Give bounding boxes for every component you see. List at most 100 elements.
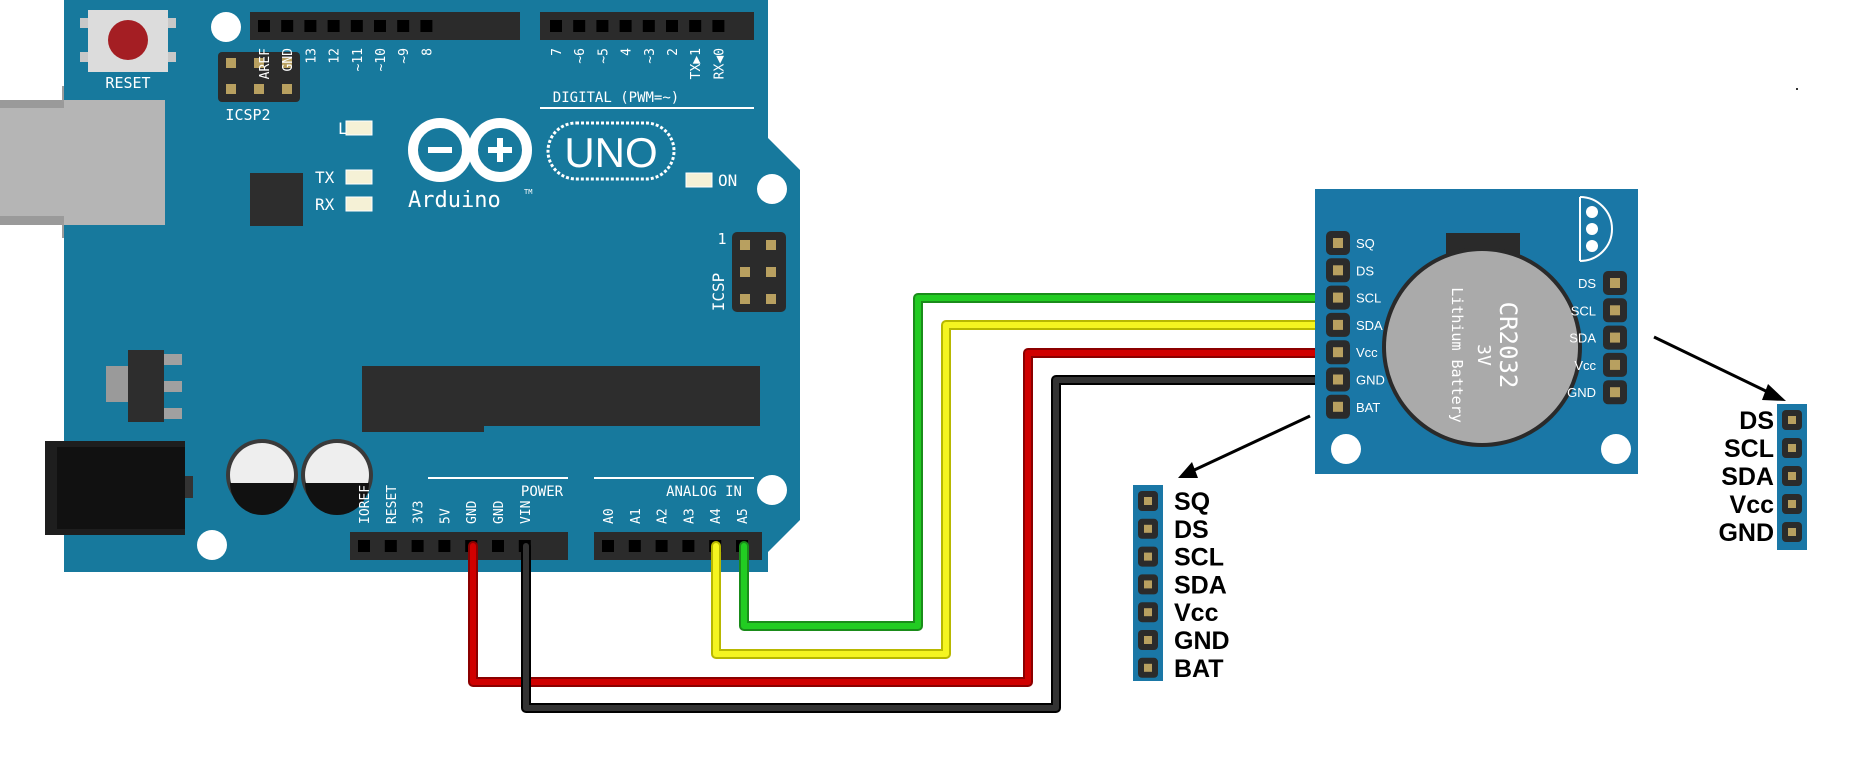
pinout-label: SQ [1174, 488, 1210, 516]
digital-pin-label: TX▶1 [689, 48, 704, 79]
pinout-pin-pad [1788, 416, 1796, 424]
digital-pin-label: 2 [666, 48, 681, 56]
rtc-pin-pad [1333, 401, 1343, 412]
icsp-pin1-label: 1 [717, 230, 726, 248]
rtc-pin-pad [1610, 278, 1620, 288]
rtc-pin-pad [1610, 332, 1620, 343]
analog-pin-label: A1 [629, 508, 644, 524]
mounting-hole [1601, 434, 1631, 464]
digital-pin-label: ~11 [351, 48, 366, 71]
wire-gnd [523, 377, 1331, 711]
power-pin-label: GND [465, 500, 480, 524]
power-header [350, 532, 568, 560]
power-label: POWER [521, 484, 564, 500]
coin-cell-battery [1382, 233, 1582, 447]
rtc-pin-label: DS [1356, 263, 1374, 278]
pinout-pin-pad [1788, 500, 1796, 508]
led-tx-label: TX [315, 168, 335, 187]
digital-pin-label: ~6 [573, 48, 588, 64]
temp-sensor-footprint [1579, 196, 1613, 262]
analog-header [594, 532, 762, 560]
pinout-pin-pad [1144, 608, 1152, 617]
digital-pin-socket [642, 20, 655, 32]
icsp2-header [218, 52, 300, 102]
led-rx [345, 196, 373, 212]
pinout-pin-pad [1788, 444, 1796, 452]
pinout-label: GND [1174, 627, 1230, 655]
rtc-pin-pad [1333, 347, 1343, 358]
digital-pin-label: 4 [620, 48, 635, 56]
digital-pin-socket [712, 20, 725, 32]
power-pin-label: 3V3 [412, 501, 427, 524]
digital-pin-label: 8 [420, 48, 435, 56]
digital-pin-socket [689, 20, 702, 32]
rtc-pin-pad [1333, 319, 1343, 330]
digital-pin-label: ~9 [397, 48, 412, 64]
led-l-label: L [338, 119, 348, 138]
digital-pin-label: 13 [304, 48, 319, 64]
power-pin-label: VIN [519, 501, 534, 524]
callout-arrow-right [1653, 335, 1786, 401]
pinout-label: SDA [1174, 571, 1227, 599]
capacitor [301, 439, 373, 515]
pinout-pin-pad [1144, 552, 1152, 561]
digital-pin-socket [550, 20, 562, 32]
wire-sda [713, 322, 1331, 657]
pinout-pin-pad [1144, 580, 1152, 589]
power-pin-label: IOREF [358, 485, 373, 524]
power-pin-socket [384, 540, 397, 552]
analog-pin-label: A0 [602, 508, 617, 524]
digital-pin-label: RX◀0 [712, 48, 727, 79]
rtc-pin-label: Vcc [1356, 345, 1378, 360]
rtc-pin-label: SDA [1569, 331, 1596, 346]
reset-label: RESET [105, 74, 150, 92]
digital-pin-socket [327, 20, 340, 32]
rtc-pin-pad [1333, 265, 1343, 276]
voltage-regulator [106, 350, 182, 422]
digital-pin-socket [573, 20, 586, 32]
digital-pin-socket [374, 20, 386, 32]
power-pin-socket [358, 540, 370, 552]
pinout-pin-pad [1788, 528, 1796, 536]
pinout-label: BAT [1174, 655, 1224, 683]
power-pin-socket [438, 540, 451, 552]
power-pin-socket [492, 540, 504, 552]
analog-pin-socket [655, 540, 668, 552]
led-rx-label: RX [315, 195, 335, 214]
pinout-label: Vcc [1174, 599, 1219, 627]
pinout-pin-pad [1144, 497, 1152, 505]
analog-pin-socket [602, 540, 614, 552]
usb-chip [250, 173, 303, 226]
digital-pin-socket [304, 20, 317, 32]
pinout-label: GND [1718, 519, 1774, 547]
analog-pin-label: A2 [656, 508, 671, 524]
pinout-label: DS [1739, 407, 1774, 435]
analog-label: ANALOG IN [666, 484, 742, 500]
rtc-pin-label: Vcc [1574, 358, 1596, 373]
reset-button[interactable] [80, 10, 176, 72]
rtc-pin-label: SDA [1356, 318, 1383, 333]
digital-pin-label: 12 [328, 48, 343, 64]
pinout-pin-pad [1144, 663, 1152, 672]
analog-pin-label: A3 [682, 508, 697, 524]
digital-pin-socket [350, 20, 363, 32]
rtc-pin-pad [1333, 238, 1343, 248]
digital-pin-label: AREF [258, 48, 273, 79]
battery-model: CR2032 [1494, 302, 1522, 389]
mounting-hole [211, 12, 241, 42]
rtc-pin-pad [1333, 374, 1343, 385]
led-on [685, 172, 713, 188]
pinout-pin-pad [1144, 524, 1152, 533]
model-text: UNO [564, 129, 657, 176]
power-pin-label: RESET [385, 485, 400, 524]
pinout-label: DS [1174, 516, 1209, 544]
callout-arrow-left [1178, 414, 1311, 478]
battery-type: Lithium Battery [1448, 287, 1466, 422]
rtc-pin-label: GND [1356, 373, 1385, 388]
power-pin-label: 5V [438, 508, 453, 524]
pinout-pin-pad [1144, 636, 1152, 644]
